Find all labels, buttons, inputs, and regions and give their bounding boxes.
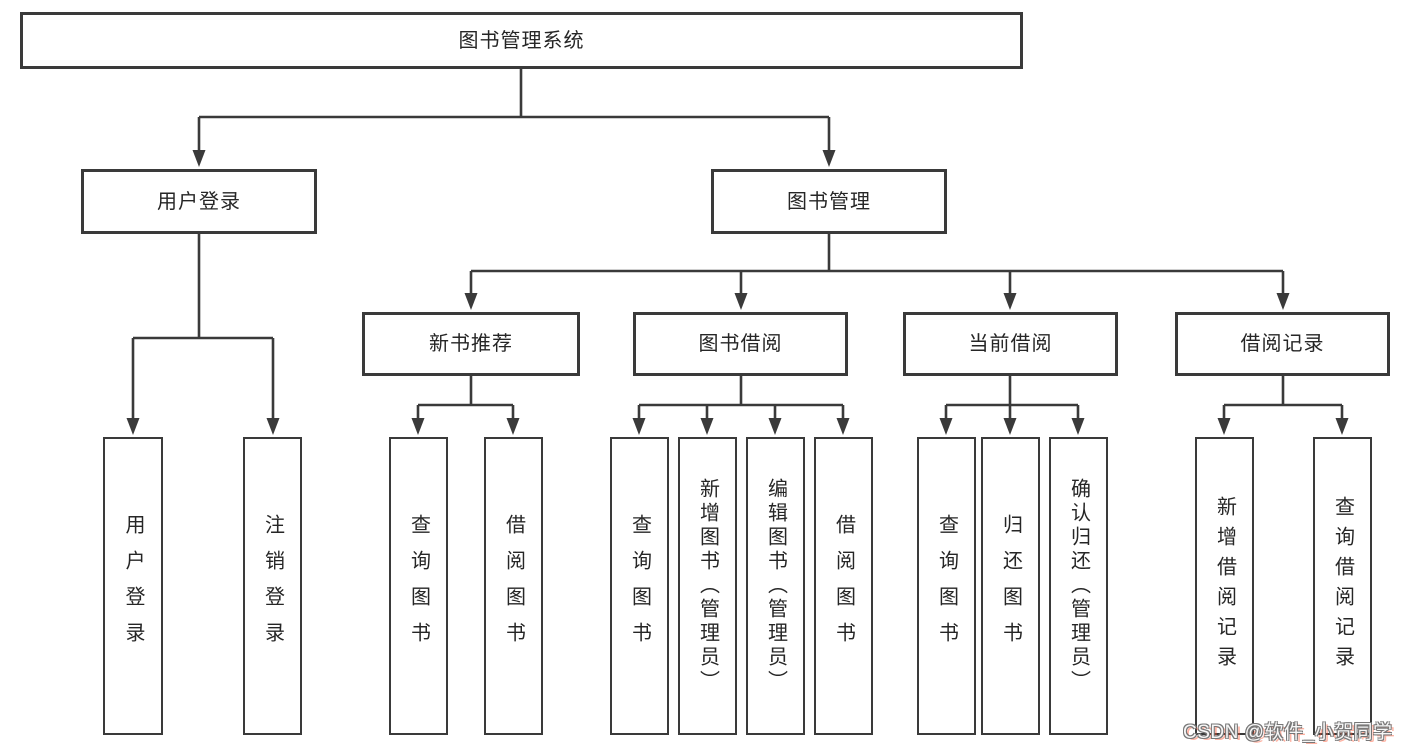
node-borrow-records: 借阅记录 <box>1175 312 1390 376</box>
node-root-system: 图书管理系统 <box>20 12 1023 69</box>
leaf-edit-books-admin: 编辑图书（管理员） <box>746 437 805 735</box>
leaf-label: 用户登录 <box>122 514 144 658</box>
leaf-query-borrow-record: 查询借阅记录 <box>1313 437 1372 735</box>
csdn-watermark: CSDN @软件_小贺同学 <box>1183 722 1393 743</box>
leaf-user-login: 用户登录 <box>103 437 163 735</box>
leaf-logout: 注销登录 <box>243 437 302 735</box>
arrowheads <box>126 150 1349 435</box>
leaf-query-books-recommend: 查询图书 <box>389 437 448 735</box>
leaf-query-books-borrow: 查询图书 <box>610 437 669 735</box>
node-book-borrow: 图书借阅 <box>633 312 848 376</box>
leaf-label: 编辑图书（管理员） <box>764 478 787 694</box>
leaf-label: 查询图书 <box>407 514 430 658</box>
leaf-add-books-admin: 新增图书（管理员） <box>678 437 737 735</box>
leaf-label: 新增借阅记录 <box>1213 496 1236 676</box>
leaf-confirm-return-admin: 确认归还（管理员） <box>1049 437 1108 735</box>
leaf-label: 查询借阅记录 <box>1331 496 1354 676</box>
leaf-borrow-books: 借阅图书 <box>814 437 873 735</box>
node-label: 用户登录 <box>157 190 241 213</box>
leaf-label: 归还图书 <box>999 514 1022 658</box>
node-book-management: 图书管理 <box>711 169 947 234</box>
node-label: 新书推荐 <box>429 333 513 355</box>
leaf-label: 查询图书 <box>628 514 651 658</box>
leaf-return-books: 归还图书 <box>981 437 1040 735</box>
node-label: 图书借阅 <box>698 333 783 355</box>
leaf-label: 注销登录 <box>261 514 284 658</box>
leaf-query-books-current: 查询图书 <box>917 437 976 735</box>
node-new-book-recommend: 新书推荐 <box>362 312 580 376</box>
leaf-label: 新增图书（管理员） <box>696 478 719 694</box>
node-label: 图书管理 <box>787 190 871 213</box>
node-label: 图书管理系统 <box>458 29 585 52</box>
node-label: 借阅记录 <box>1240 333 1325 355</box>
leaf-label: 查询图书 <box>935 514 958 658</box>
node-label: 当前借阅 <box>968 333 1053 355</box>
leaf-add-borrow-record: 新增借阅记录 <box>1195 437 1254 735</box>
leaf-label: 借阅图书 <box>832 514 855 658</box>
node-current-borrow: 当前借阅 <box>903 312 1118 376</box>
node-user-login: 用户登录 <box>81 169 317 234</box>
leaf-label: 借阅图书 <box>502 514 525 658</box>
leaf-borrow-books-recommend: 借阅图书 <box>484 437 543 735</box>
leaf-label: 确认归还（管理员） <box>1067 478 1090 694</box>
